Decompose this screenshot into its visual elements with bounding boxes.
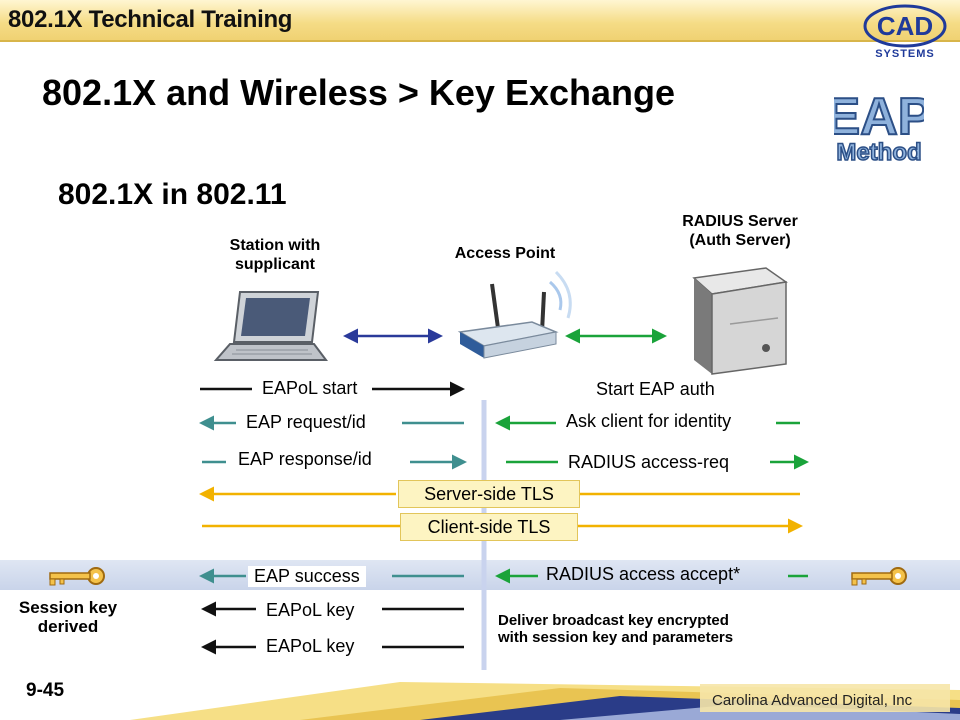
cad-systems-logo: CAD SYSTEMS — [863, 4, 947, 60]
access-point-label: Access Point — [454, 245, 556, 262]
msg-eapol-key-2: EAPoL key — [266, 636, 355, 656]
radius-server-label: RADIUS Server(Auth Server) — [682, 213, 798, 249]
access-point-icon — [457, 270, 572, 359]
eap-method-badge: EAP Method — [834, 87, 924, 166]
footer-company: Carolina Advanced Digital, Inc — [712, 692, 913, 709]
msg-radius-access-accept: RADIUS access accept* — [546, 564, 741, 584]
msg-ask-identity: Ask client for identity — [566, 411, 732, 431]
laptop-icon — [213, 291, 328, 361]
badge-bottom: Method — [836, 139, 921, 166]
msg-eapol-start: EAPoL start — [262, 378, 358, 398]
msg-eapol-key-1: EAPoL key — [266, 600, 355, 620]
msg-eap-success: EAP success — [248, 566, 366, 587]
key-icon — [49, 567, 105, 586]
slide-title: 802.1X and Wireless > Key Exchange — [42, 72, 676, 113]
logo-letters: CAD — [877, 11, 933, 41]
radius-server-icon — [692, 267, 788, 375]
key-icon — [851, 567, 907, 586]
server-side-tls-box: Server-side TLS — [398, 480, 580, 508]
msg-eap-request-id: EAP request/id — [246, 412, 366, 432]
header-bar — [0, 0, 960, 42]
header-title: 802.1X Technical Training — [8, 6, 293, 33]
page-number: 9-45 — [26, 680, 65, 701]
logo-caption: SYSTEMS — [875, 48, 935, 60]
badge-top: EAP — [834, 88, 924, 146]
msg-radius-access-req: RADIUS access-req — [568, 452, 730, 472]
client-side-tls-box: Client-side TLS — [400, 513, 578, 541]
footer-swoosh — [130, 682, 960, 720]
msg-eap-response-id: EAP response/id — [238, 449, 372, 469]
msg-start-eap-auth: Start EAP auth — [590, 379, 721, 400]
slide-subtitle: 802.1X in 802.11 — [58, 178, 287, 211]
